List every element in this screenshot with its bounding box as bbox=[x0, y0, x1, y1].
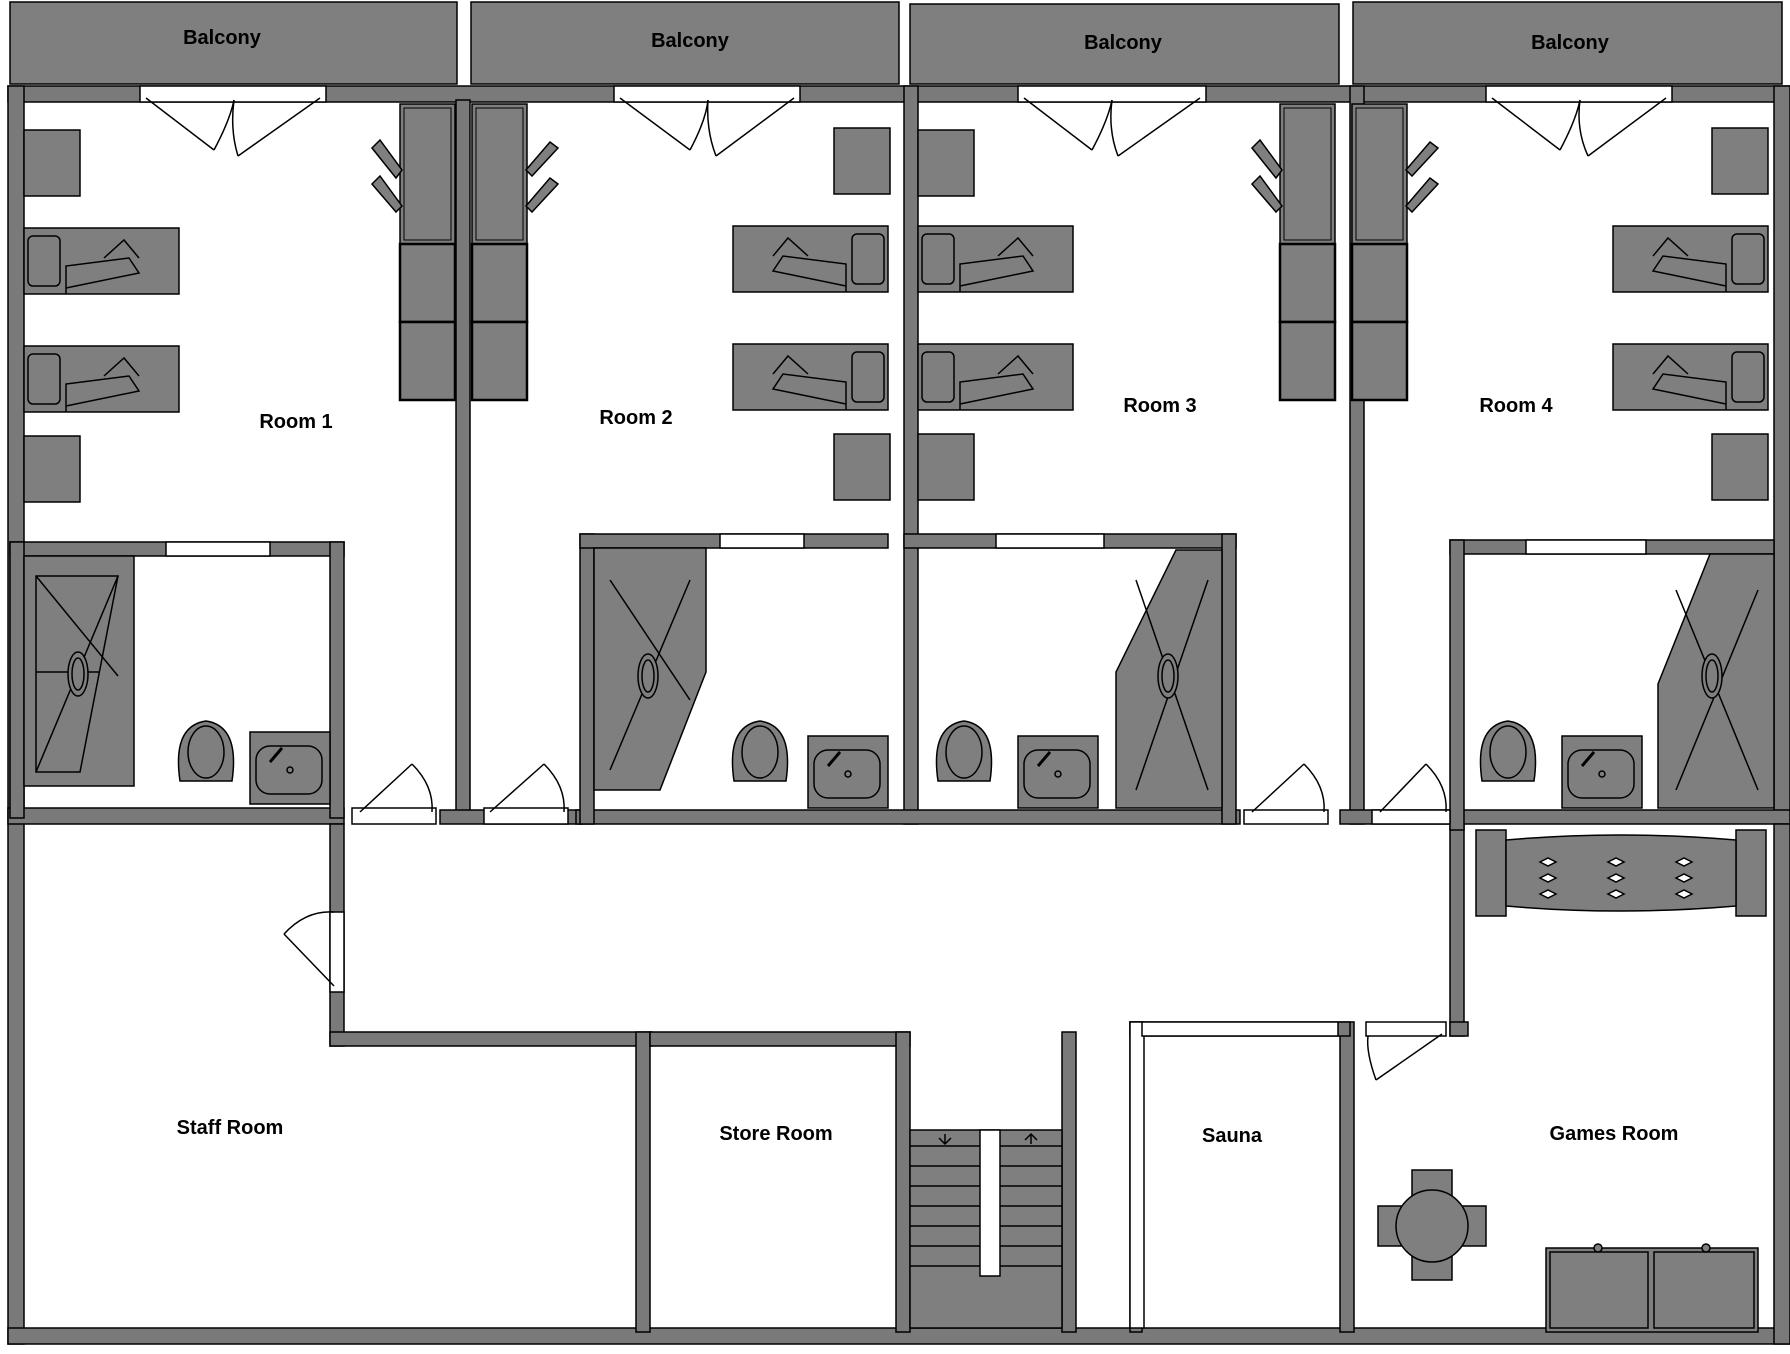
counter-icon bbox=[1475, 829, 1767, 917]
door-icon[interactable] bbox=[139, 85, 327, 157]
balcony-4: Balcony bbox=[1352, 1, 1783, 85]
room-label-room-1: Room 1 bbox=[259, 411, 332, 433]
bathroom-3 bbox=[903, 533, 1237, 825]
door-icon[interactable] bbox=[283, 911, 345, 993]
bathroom-4 bbox=[1449, 539, 1775, 831]
toilet-icon bbox=[935, 720, 993, 782]
balcony-label: Balcony bbox=[651, 30, 730, 52]
door-icon[interactable] bbox=[1485, 85, 1673, 157]
wardrobe-door-icon bbox=[1250, 138, 1283, 214]
balcony-1: Balcony bbox=[9, 1, 458, 85]
door-icon[interactable] bbox=[1365, 1021, 1447, 1081]
nightstand-icon bbox=[23, 129, 81, 197]
door-icon[interactable] bbox=[483, 763, 569, 825]
bed-icon bbox=[1612, 343, 1769, 411]
stairs-icon bbox=[909, 1129, 1063, 1329]
wardrobe-door-icon bbox=[370, 138, 403, 214]
room-label-room-4: Room 4 bbox=[1479, 395, 1553, 417]
bed-icon bbox=[732, 343, 889, 411]
nightstand-icon bbox=[917, 129, 975, 197]
door-icon[interactable] bbox=[613, 85, 801, 157]
bed-icon bbox=[23, 345, 180, 413]
nightstand-icon bbox=[23, 435, 81, 503]
table-icon bbox=[1377, 1169, 1487, 1281]
bed-icon bbox=[1612, 225, 1769, 293]
door-icon[interactable] bbox=[1129, 1021, 1339, 1329]
nightstand-icon bbox=[1711, 127, 1769, 195]
toilet-icon bbox=[1479, 720, 1537, 782]
toilet-icon bbox=[731, 720, 789, 782]
room-label-staff: Staff Room bbox=[177, 1117, 284, 1139]
nightstand-icon bbox=[917, 433, 975, 501]
balcony-label: Balcony bbox=[183, 27, 262, 49]
wardrobe-icon bbox=[398, 102, 457, 402]
room-label-room-2: Room 2 bbox=[599, 407, 672, 429]
balcony-2: Balcony bbox=[470, 1, 900, 85]
door-icon[interactable] bbox=[1243, 763, 1329, 825]
bathroom-1 bbox=[9, 541, 345, 819]
nightstand-icon bbox=[1711, 433, 1769, 501]
walls bbox=[7, 85, 1790, 1345]
balcony-label: Balcony bbox=[1531, 32, 1610, 54]
room-label-sauna: Sauna bbox=[1202, 1125, 1263, 1147]
bathroom-2 bbox=[579, 533, 890, 825]
wardrobe-door-icon bbox=[1404, 140, 1440, 214]
wardrobe-icon bbox=[1278, 102, 1337, 402]
door-icon[interactable] bbox=[351, 763, 437, 825]
cabinet-icon bbox=[1545, 1243, 1759, 1333]
balcony-3: Balcony bbox=[909, 3, 1340, 85]
toilet-icon bbox=[177, 720, 235, 782]
sink-icon bbox=[1560, 734, 1644, 810]
wardrobe-icon bbox=[1350, 102, 1409, 402]
room-label-store: Store Room bbox=[719, 1123, 832, 1145]
balcony-label: Balcony bbox=[1084, 32, 1163, 54]
bed-icon bbox=[732, 225, 889, 293]
bed-icon bbox=[23, 227, 180, 295]
room-label-games: Games Room bbox=[1550, 1123, 1679, 1145]
door-icon[interactable] bbox=[1371, 763, 1451, 825]
sink-icon bbox=[806, 734, 890, 810]
sink-icon bbox=[1016, 734, 1100, 810]
nightstand-icon bbox=[833, 127, 891, 195]
bed-icon bbox=[917, 343, 1074, 411]
sink-icon bbox=[248, 730, 332, 806]
bed-icon bbox=[917, 225, 1074, 293]
room-label-room-3: Room 3 bbox=[1123, 395, 1196, 417]
door-icon[interactable] bbox=[1017, 85, 1207, 157]
nightstand-icon bbox=[833, 433, 891, 501]
wardrobe-door-icon bbox=[524, 140, 560, 214]
wardrobe-icon bbox=[470, 102, 529, 402]
